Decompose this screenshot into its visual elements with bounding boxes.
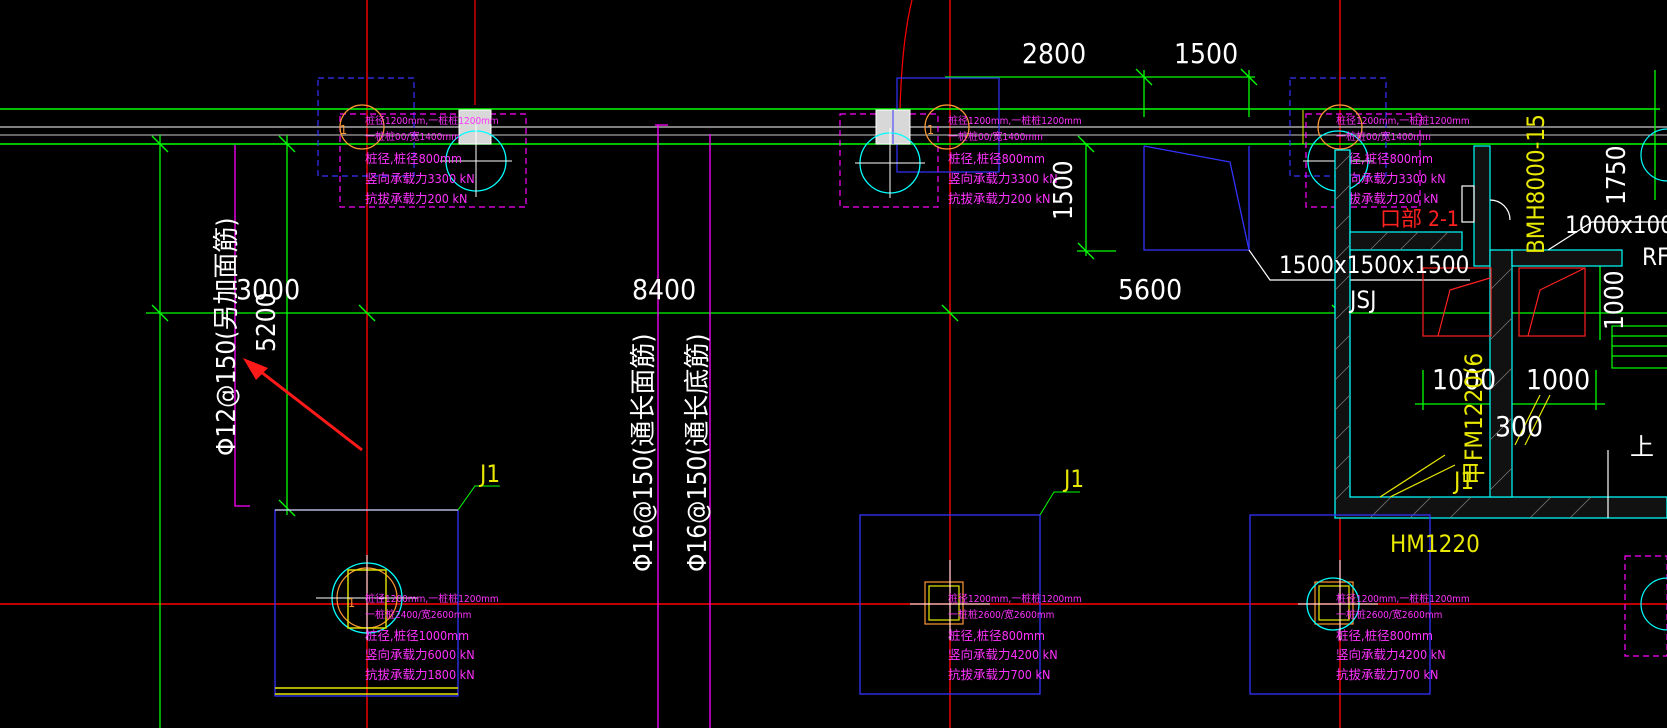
dim-1500-top: 1500 — [1174, 37, 1238, 70]
footing-label-j1-right: J1 — [1452, 467, 1474, 495]
pile-cap-top-2: 1 — [839, 77, 1000, 208]
svg-text:一桩桩2400/宽2600mm: 一桩桩2400/宽2600mm — [365, 608, 471, 621]
svg-text:桩径1200mm,一桩桩1200mm: 桩径1200mm,一桩桩1200mm — [948, 592, 1082, 605]
svg-text:桩径,桩径800mm: 桩径,桩径800mm — [1336, 628, 1433, 643]
pile-note-bottom-1: 桩径1200mm,一桩桩1200mm 一桩桩2400/宽2600mm 桩径,桩径… — [365, 592, 499, 682]
svg-text:桩径1200mm,一桩桩1200mm: 桩径1200mm,一桩桩1200mm — [1336, 592, 1470, 605]
svg-text:桩径1200mm,一桩桩1200mm: 桩径1200mm,一桩桩1200mm — [365, 592, 499, 605]
svg-text:竖向承载力4200 kN: 竖向承载力4200 kN — [948, 647, 1058, 662]
svg-text:竖向承载力4200 kN: 竖向承载力4200 kN — [1336, 647, 1446, 662]
rf-label: RF — [1642, 243, 1667, 271]
sump-label: JSJ — [1348, 286, 1376, 314]
svg-text:桩径1200mm,一桩桩1200mm: 桩径1200mm,一桩桩1200mm — [948, 114, 1082, 127]
svg-text:竖向承载力3300 kN: 竖向承载力3300 kN — [365, 171, 475, 186]
svg-text:竖向承载力3300 kN: 竖向承载力3300 kN — [1336, 171, 1446, 186]
rebar-bottom-label: Φ16@150(通长底筋) — [683, 334, 713, 572]
svg-text:抗拔承载力700 kN: 抗拔承载力700 kN — [948, 667, 1050, 682]
pile-note-bottom-2: 桩径1200mm,一桩桩1200mm 一桩桩2600/宽2600mm 桩径,桩径… — [948, 592, 1082, 682]
annotation-arrow — [243, 358, 363, 452]
svg-text:抗拔承载力200 kN: 抗拔承载力200 kN — [1336, 191, 1438, 206]
dim-2800: 2800 — [1022, 37, 1086, 70]
pile-cap-top-1: 1 — [317, 77, 527, 208]
pit-leader — [1248, 249, 1470, 281]
svg-text:抗拔承载力1800 kN: 抗拔承载力1800 kN — [365, 667, 475, 682]
svg-text:桩径,桩径800mm: 桩径,桩径800mm — [948, 151, 1045, 166]
dim-1000-a: 1000 — [1432, 363, 1496, 396]
svg-text:桩径,桩径800mm: 桩径,桩径800mm — [1336, 151, 1433, 166]
footing-label-j1-left: J1 — [478, 460, 500, 488]
wall-hatch — [1334, 154, 1592, 519]
rebar-left-label: Φ12@150(另加面筋) — [212, 218, 242, 456]
dim-1000-b: 1000 — [1526, 363, 1590, 396]
room-fixtures — [1379, 128, 1667, 657]
svg-text:抗拔承载力700 kN: 抗拔承载力700 kN — [1336, 667, 1438, 682]
dim-5200: 5200 — [252, 292, 282, 352]
svg-text:一桩桩00/宽1400mm: 一桩桩00/宽1400mm — [948, 130, 1043, 143]
pit-outline — [1143, 145, 1250, 251]
box-size-label: 1000x1000x — [1565, 211, 1667, 239]
stair-up-label: 上 — [1630, 433, 1654, 461]
wall-structure — [1334, 145, 1667, 519]
rebar-top-label: Φ16@150(通长面筋) — [629, 334, 659, 572]
pit-size-label: 1500x1500x1500 — [1279, 251, 1469, 279]
pile-note-top-1: 桩径1200mm,一桩桩1200mm 一桩桩00/宽1400mm 桩径,桩径80… — [365, 114, 499, 206]
svg-text:一桩桩2600/宽2600mm: 一桩桩2600/宽2600mm — [1336, 608, 1442, 621]
door-bmh-label: BMH8000-15 — [1522, 114, 1550, 254]
dim-8400: 8400 — [632, 273, 696, 306]
svg-text:竖向承载力3300 kN: 竖向承载力3300 kN — [948, 171, 1058, 186]
pile-mark-2: 1 — [927, 122, 934, 137]
svg-text:桩径,桩径1000mm: 桩径,桩径1000mm — [365, 628, 469, 643]
pile-mark-1: 1 — [340, 122, 347, 137]
door-hm-label: HM1220 — [1390, 530, 1480, 558]
pile-mark-3: 1 — [348, 595, 355, 610]
svg-text:抗拔承载力200 kN: 抗拔承载力200 kN — [365, 191, 467, 206]
dim-1750: 1750 — [1602, 145, 1632, 205]
room-label: 口部 2-1 — [1380, 207, 1459, 231]
footing-j1-middle — [859, 491, 1080, 695]
pile-note-bottom-3: 桩径1200mm,一桩桩1200mm 一桩桩2600/宽2600mm 桩径,桩径… — [1336, 592, 1470, 682]
dim-5600: 5600 — [1118, 273, 1182, 306]
svg-text:桩径1200mm,一桩桩1200mm: 桩径1200mm,一桩桩1200mm — [365, 114, 499, 127]
svg-text:桩径,桩径800mm: 桩径,桩径800mm — [948, 628, 1045, 643]
dim-1500-vert: 1500 — [1049, 160, 1079, 220]
footing-j1-left — [274, 485, 500, 697]
red-curve-line — [899, 0, 913, 111]
svg-text:桩径1200mm,一桩桩1200mm: 桩径1200mm,一桩桩1200mm — [1336, 114, 1470, 127]
pile-note-top-3: 桩径1200mm,一桩桩1200mm 一桩桩00/宽1400mm 桩径,桩径80… — [1336, 114, 1470, 206]
dim-3000: 3000 — [236, 273, 300, 306]
footing-label-j1-middle: J1 — [1062, 465, 1084, 493]
dim-1000-vert: 1000 — [1600, 270, 1630, 330]
svg-text:桩径,桩径800mm: 桩径,桩径800mm — [365, 151, 462, 166]
svg-text:一桩桩2600/宽2600mm: 一桩桩2600/宽2600mm — [948, 608, 1054, 621]
dim-300: 300 — [1495, 410, 1543, 443]
footing-j1-right — [1249, 514, 1431, 695]
svg-text:一桩桩00/宽1400mm: 一桩桩00/宽1400mm — [1336, 130, 1431, 143]
pile-note-top-2: 桩径1200mm,一桩桩1200mm 一桩桩00/宽1400mm 桩径,桩径80… — [948, 114, 1082, 206]
door-fm-label: 甲FM1220(6 — [1460, 353, 1488, 485]
rebar-lines — [234, 124, 711, 728]
svg-text:一桩桩00/宽1400mm: 一桩桩00/宽1400mm — [365, 130, 460, 143]
svg-text:抗拔承载力200 kN: 抗拔承载力200 kN — [948, 191, 1050, 206]
svg-text:竖向承载力6000 kN: 竖向承载力6000 kN — [365, 647, 475, 662]
beam-band — [0, 108, 1667, 145]
